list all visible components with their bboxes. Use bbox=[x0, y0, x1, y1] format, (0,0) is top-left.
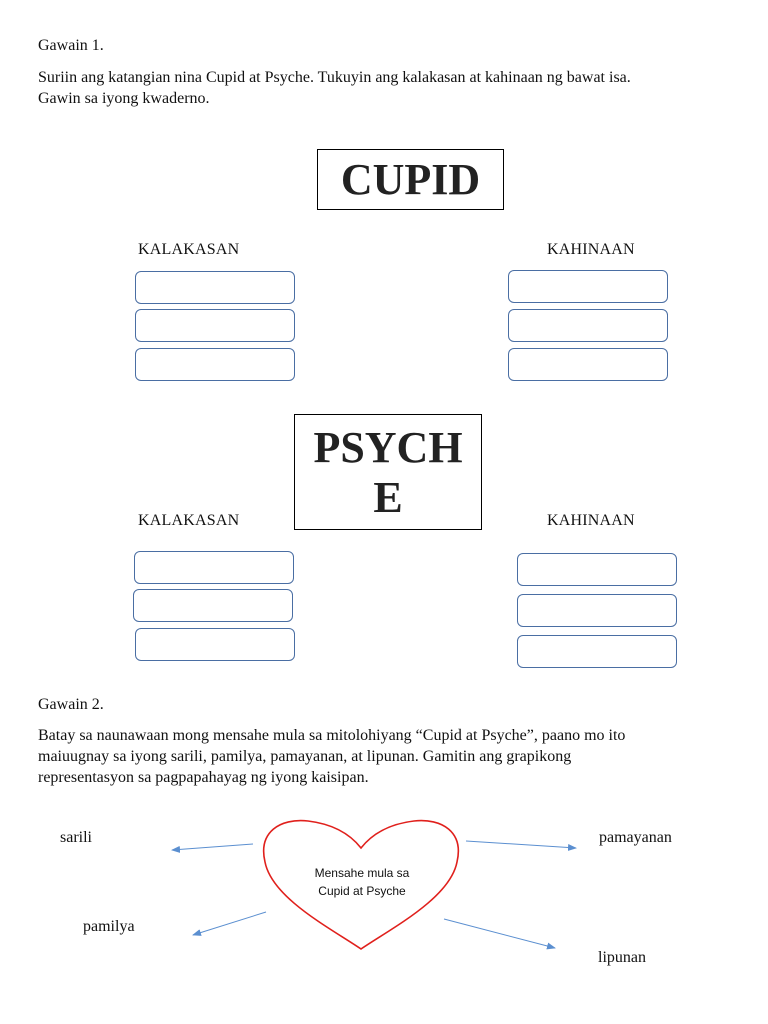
gawain1-instruction-line2: Gawin sa iyong kwaderno. bbox=[38, 90, 210, 107]
cupid-title: CUPID bbox=[317, 149, 504, 210]
heart-text-line1: Mensahe mula sa bbox=[314, 866, 410, 880]
gawain2-instruction-line2: maiuugnay sa iyong sarili, pamilya, pama… bbox=[38, 748, 572, 765]
heart-text: Mensahe mula sa Cupid at Psyche bbox=[296, 864, 428, 900]
arrow-to-sarili bbox=[171, 843, 254, 853]
psyche-kahinaan-box-3[interactable] bbox=[517, 635, 677, 668]
arrow-to-lipunan bbox=[443, 918, 556, 950]
cupid-kahinaan-label: KAHINAAN bbox=[547, 241, 635, 258]
branch-pamayanan: pamayanan bbox=[599, 829, 672, 846]
arrow-to-pamilya bbox=[192, 911, 267, 936]
arrow-to-pamayanan bbox=[465, 840, 577, 851]
gawain2-instruction-line3: representasyon sa pagpapahayag ng iyong … bbox=[38, 769, 369, 786]
cupid-kalakasan-box-3[interactable] bbox=[135, 348, 295, 381]
psyche-title-line2: E bbox=[373, 473, 403, 522]
psyche-kalakasan-label: KALAKASAN bbox=[138, 512, 240, 529]
graphic-organizer bbox=[171, 819, 577, 950]
psyche-kahinaan-box-2[interactable] bbox=[517, 594, 677, 627]
gawain1-instruction-line1: Suriin ang katangian nina Cupid at Psych… bbox=[38, 69, 631, 86]
psyche-title: PSYCH E bbox=[294, 414, 482, 530]
psyche-kahinaan-box-1[interactable] bbox=[517, 553, 677, 586]
gawain2-heading: Gawain 2. bbox=[38, 696, 104, 713]
branch-lipunan: lipunan bbox=[598, 949, 646, 966]
psyche-kalakasan-box-1[interactable] bbox=[134, 551, 294, 584]
gawain2-instruction-line1: Batay sa naunawaan mong mensahe mula sa … bbox=[38, 727, 626, 744]
cupid-kalakasan-label: KALAKASAN bbox=[138, 241, 240, 258]
cupid-kahinaan-box-3[interactable] bbox=[508, 348, 668, 381]
cupid-kahinaan-box-2[interactable] bbox=[508, 309, 668, 342]
heart-shape bbox=[262, 819, 460, 950]
psyche-kalakasan-box-3[interactable] bbox=[135, 628, 295, 661]
branch-pamilya: pamilya bbox=[83, 918, 135, 935]
cupid-kahinaan-box-1[interactable] bbox=[508, 270, 668, 303]
branch-sarili: sarili bbox=[60, 829, 92, 846]
heart-text-line2: Cupid at Psyche bbox=[318, 884, 406, 898]
cupid-kalakasan-box-1[interactable] bbox=[135, 271, 295, 304]
cupid-kalakasan-box-2[interactable] bbox=[135, 309, 295, 342]
psyche-title-line1: PSYCH bbox=[313, 423, 463, 472]
gawain1-heading: Gawain 1. bbox=[38, 37, 104, 54]
psyche-kahinaan-label: KAHINAAN bbox=[547, 512, 635, 529]
psyche-kalakasan-box-2[interactable] bbox=[133, 589, 293, 622]
